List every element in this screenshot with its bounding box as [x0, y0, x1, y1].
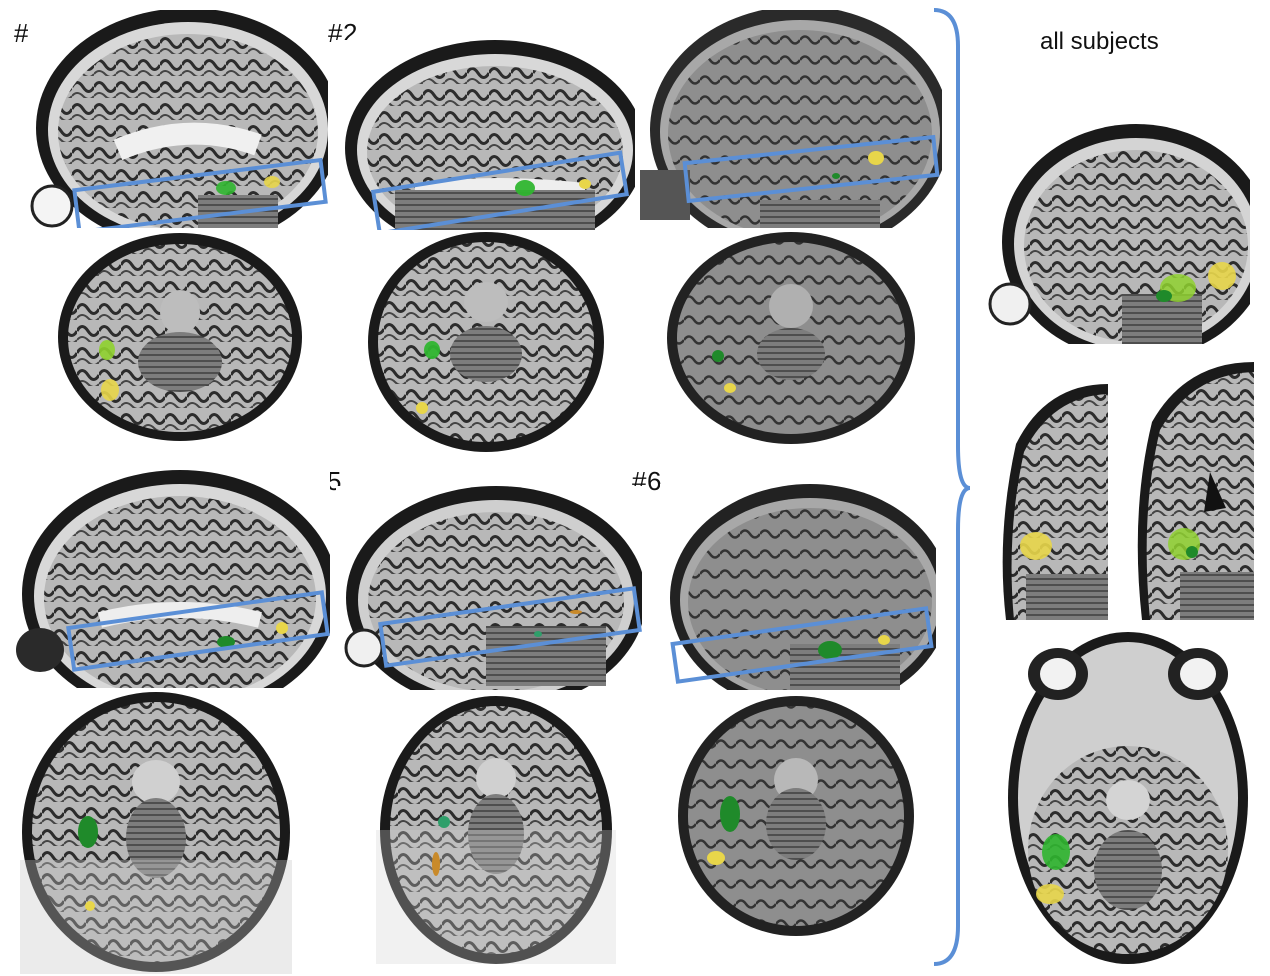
subject-4-axial — [20, 692, 292, 974]
all-subjects-coronal-left — [996, 384, 1108, 620]
all-subjects-sagittal — [986, 124, 1250, 344]
subject-4-sagittal — [10, 470, 330, 688]
subject-5-axial — [376, 694, 616, 964]
subject-6-sagittal — [660, 484, 936, 690]
all-subjects-axial — [1006, 630, 1250, 966]
subject-2-axial — [362, 230, 610, 454]
subject-6-axial — [676, 694, 916, 938]
subject-3-sagittal — [640, 10, 942, 228]
grouping-brace — [933, 8, 971, 966]
all-subjects-title: all subjects — [1040, 28, 1159, 55]
subject-3-axial — [664, 230, 918, 446]
subject-5-sagittal — [336, 486, 642, 690]
subject-1-axial — [55, 232, 305, 442]
subject-2-sagittal — [335, 40, 635, 230]
all-subjects-coronal-right — [1130, 362, 1254, 620]
subject-1-sagittal — [28, 10, 328, 228]
